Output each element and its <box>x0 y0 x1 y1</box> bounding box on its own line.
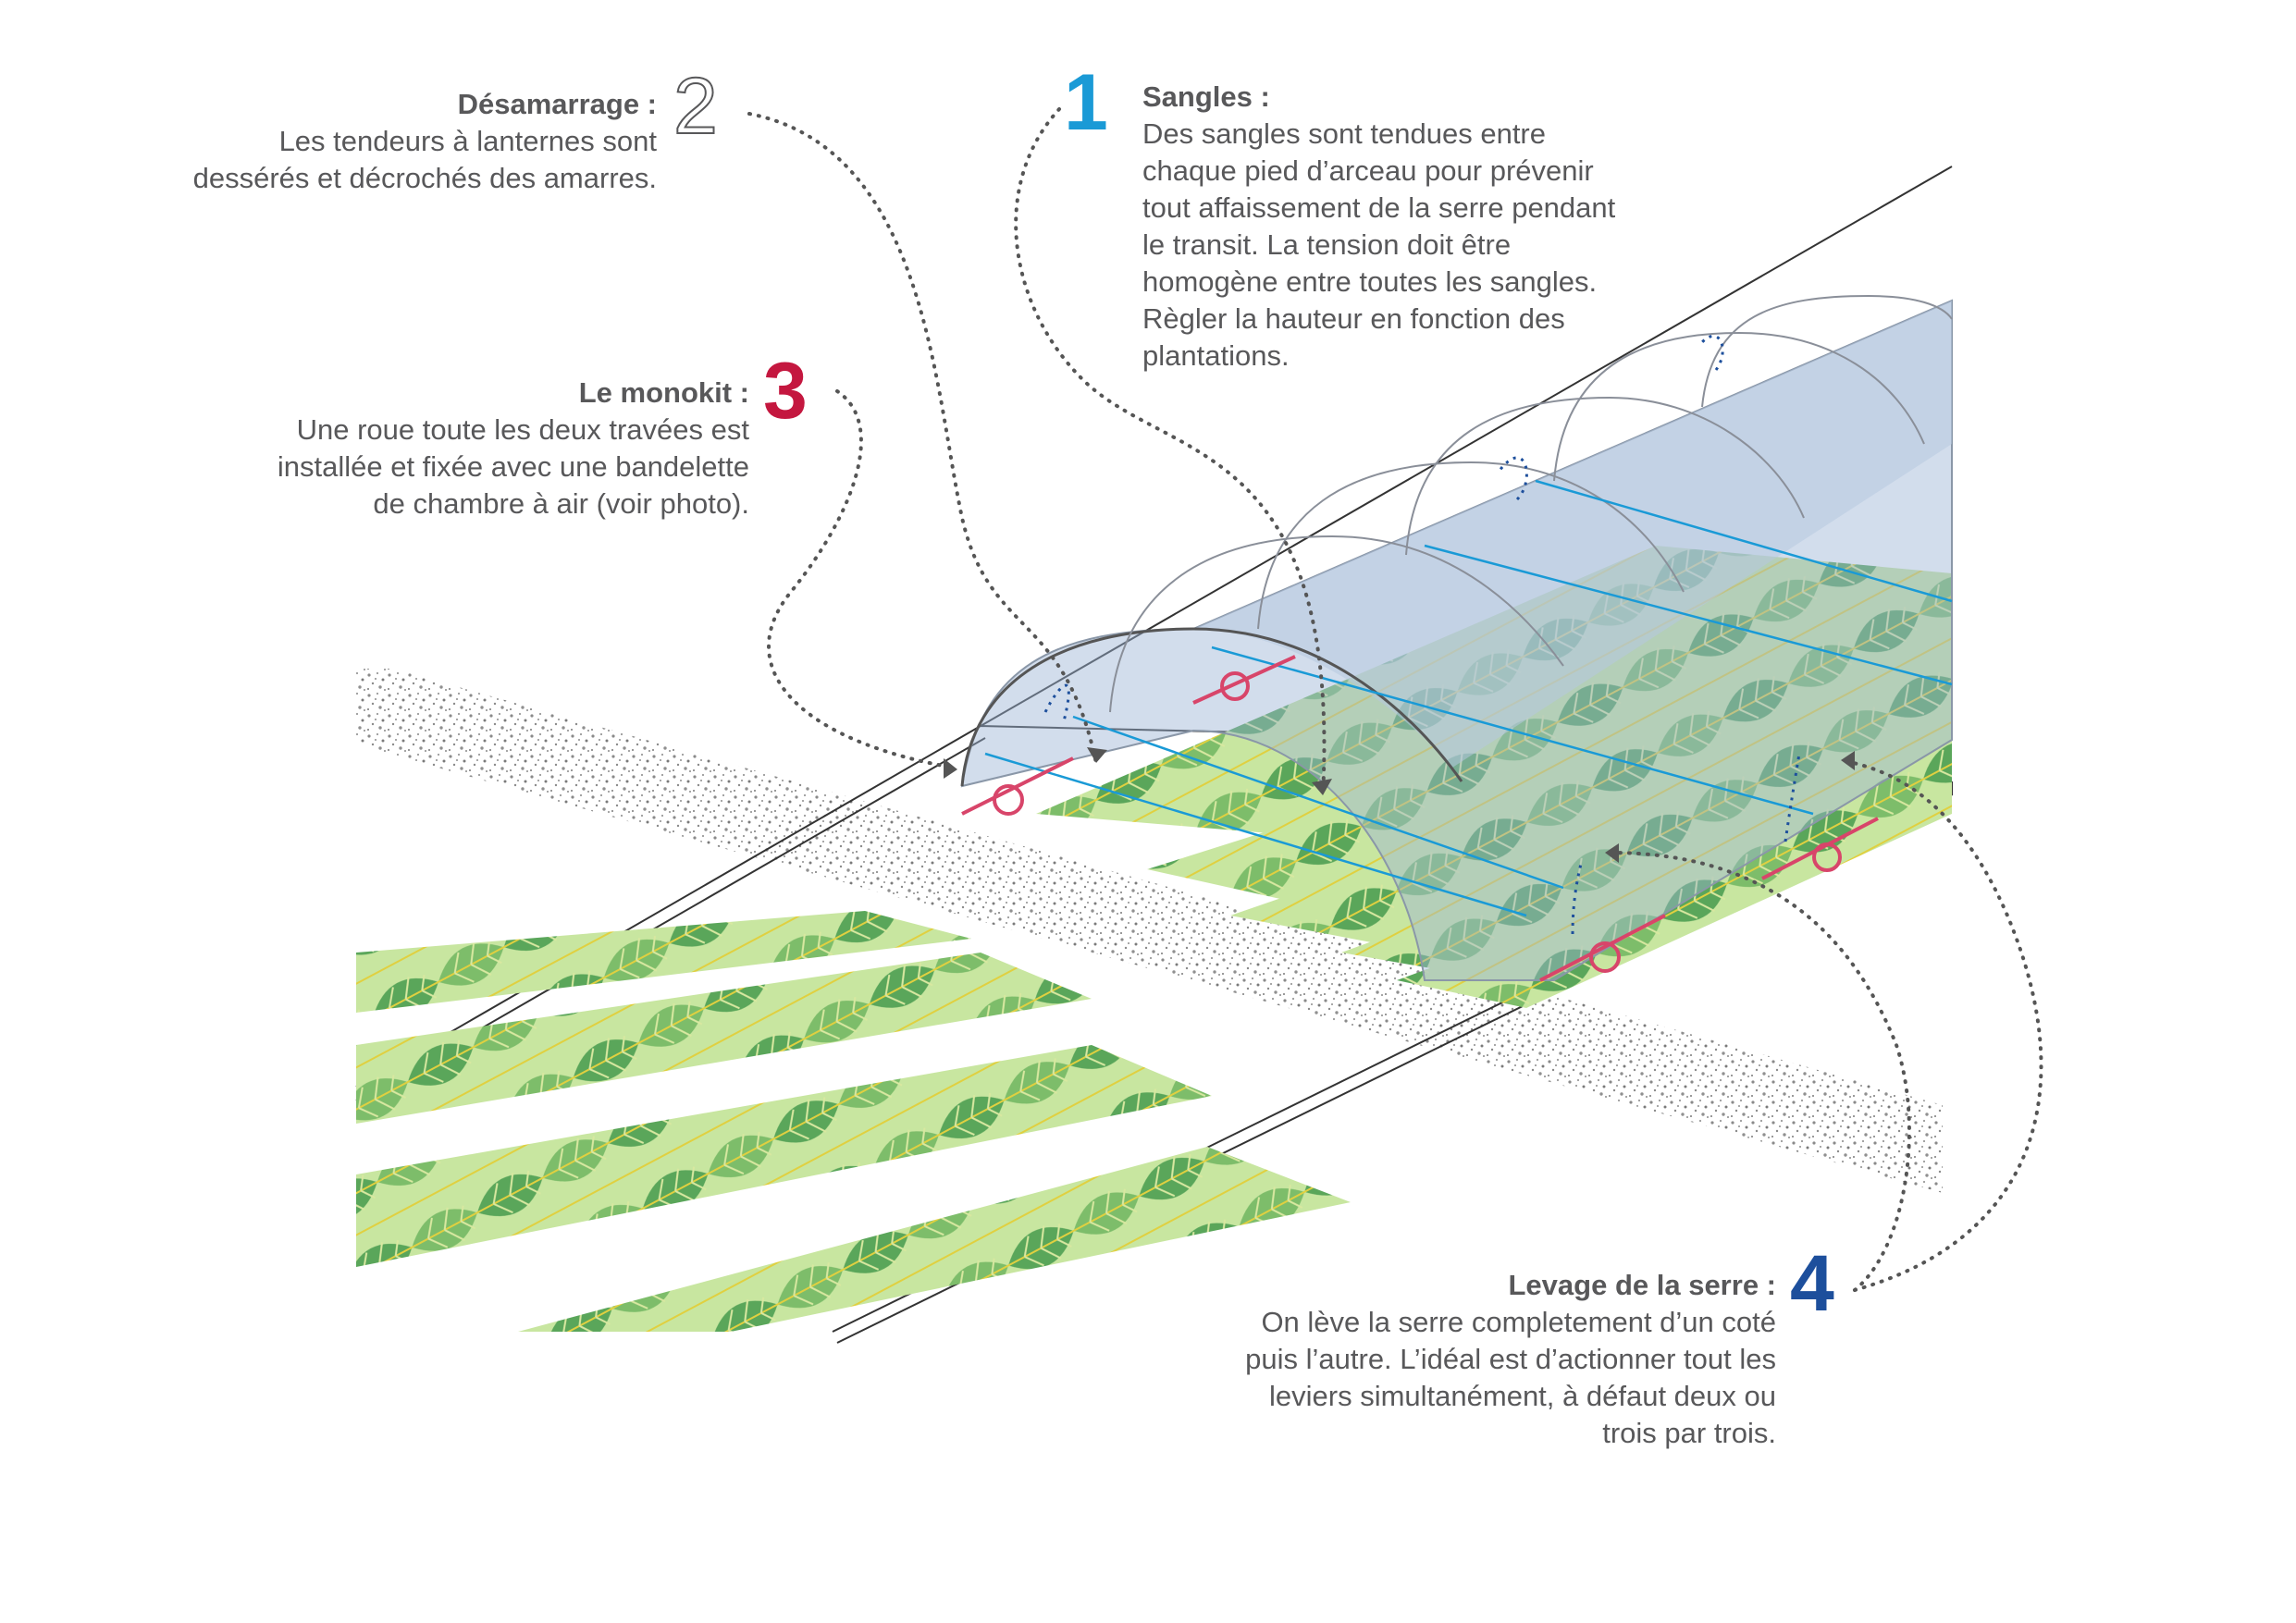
callout-1-line: Règler la hauteur en fonction des <box>1142 302 1565 335</box>
callout-1-line: chaque pied d’arceau pour prévenir <box>1142 154 1594 187</box>
callout-4-line: trois par trois. <box>1602 1417 1776 1449</box>
callout-2-line: dessérés et décrochés des amarres. <box>192 162 657 194</box>
callout-3-number: 3 <box>763 347 808 436</box>
connector-arrowheads <box>944 747 1855 863</box>
callout-3: Le monokit : Une roue toute les deux tra… <box>102 375 749 523</box>
callout-3-line: de chambre à air (voir photo). <box>373 487 749 520</box>
callout-2-number: 2 <box>673 62 719 151</box>
callout-1-number: 1 <box>1064 58 1108 147</box>
callout-3-line: Une roue toute les deux travées est <box>296 413 749 446</box>
callout-2-line: Les tendeurs à lanternes sont <box>278 125 657 157</box>
callout-4-line: leviers simultanément, à défaut deux ou <box>1269 1380 1776 1412</box>
callout-1-line: homogène entre toutes les sangles. <box>1142 265 1598 298</box>
connector-lines <box>747 107 2043 1292</box>
tunnel-arches <box>1109 294 1953 713</box>
straps <box>984 479 1953 917</box>
callout-1-line: plantations. <box>1142 339 1290 372</box>
callout-4: Levage de la serre : On lève la serre co… <box>1073 1267 1776 1452</box>
callout-1-line: le transit. La tension doit être <box>1142 228 1512 261</box>
callout-2: Désamarrage : Les tendeurs à lanternes s… <box>93 86 657 197</box>
callout-1: Sangles : Des sangles sont tendues entre… <box>1142 79 1716 375</box>
wheels <box>961 655 1879 982</box>
gravel-path <box>356 669 1943 1193</box>
callout-1-line: Des sangles sont tendues entre <box>1142 117 1546 150</box>
callout-1-title: Sangles : <box>1142 80 1270 113</box>
callout-4-line: On lève la serre completement d’un coté <box>1261 1306 1776 1338</box>
front-crop-beds <box>356 911 1351 1332</box>
callout-1-line: tout affaissement de la serre pendant <box>1142 191 1616 224</box>
tunnel-roof <box>1193 301 1952 768</box>
callout-3-line: installée et fixée avec une bandelette <box>277 450 749 483</box>
callout-4-line: puis l’autre. L’idéal est d’actionner to… <box>1245 1343 1776 1375</box>
callout-4-title: Levage de la serre : <box>1508 1269 1777 1301</box>
levers <box>1043 335 1801 935</box>
tunnel-front-arch <box>960 627 1463 787</box>
callout-4-number: 4 <box>1790 1239 1834 1328</box>
callout-3-title: Le monokit : <box>578 376 749 409</box>
callout-2-title: Désamarrage : <box>457 88 657 120</box>
